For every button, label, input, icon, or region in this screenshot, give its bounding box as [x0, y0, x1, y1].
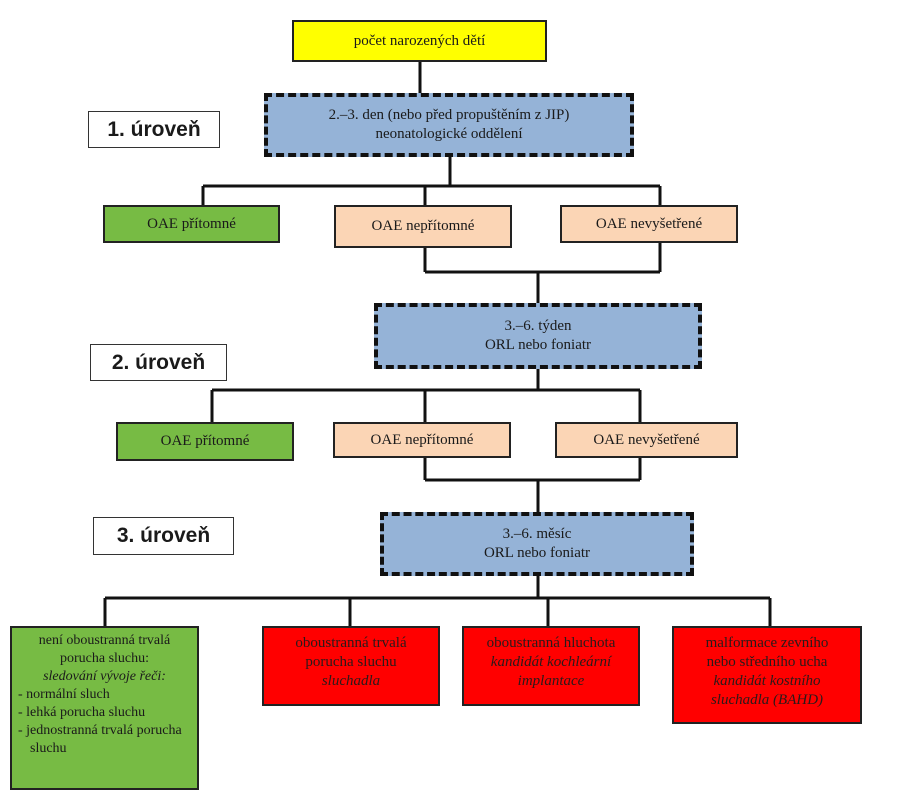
level-2-oae-present: OAE přítomné — [116, 422, 294, 461]
level-3-step-box: 3.–6. měsíc ORL nebo foniatr — [380, 512, 694, 576]
result-hearing-aids-line2: porucha sluchu — [305, 654, 397, 670]
result-monitoring-line2: porucha sluchu: — [59, 651, 150, 666]
result-monitoring-box: není oboustranná trvalá porucha sluchu: … — [10, 626, 199, 790]
level-1-step-place: neonatologické oddělení — [375, 126, 523, 142]
result-bahd-note2: sluchadla (BAHD) — [710, 692, 824, 708]
level-3-step-timing: 3.–6. měsíc — [502, 526, 572, 542]
result-monitoring-line1: není oboustranná trvalá — [38, 633, 171, 648]
list-item: - lehká porucha sluchu — [18, 705, 146, 720]
result-hearing-aids-line1: oboustranná trvalá — [295, 635, 407, 651]
result-hearing-aids-box: oboustranná trvalá porucha sluchu slucha… — [262, 626, 440, 706]
result-cochlear-box: oboustranná hluchota kandidát kochleární… — [462, 626, 640, 706]
list-item: - jednostranná trvalá porucha sluchu — [18, 723, 182, 756]
result-cochlear-note1: kandidát kochleární — [490, 654, 612, 670]
result-cochlear-line1: oboustranná hluchota — [486, 635, 616, 651]
level-2-step-box: 3.–6. týden ORL nebo foniatr — [374, 303, 702, 369]
level-3-step-place: ORL nebo foniatr — [483, 545, 591, 561]
level-2-label: 2. úroveň — [90, 344, 227, 381]
level-3-label: 3. úroveň — [93, 517, 234, 555]
level-1-step-box: 2.–3. den (nebo před propuštěním z JIP) … — [264, 93, 634, 157]
result-cochlear-note2: implantace — [517, 673, 585, 689]
level-2-step-timing: 3.–6. týden — [504, 318, 572, 334]
result-monitoring-list: - normální sluch - lehká porucha sluchu … — [18, 686, 191, 758]
result-bahd-box: malformace zevního nebo středního ucha k… — [672, 626, 862, 724]
level-1-oae-not-examined: OAE nevyšetřené — [560, 205, 738, 243]
level-1-step-timing: 2.–3. den (nebo před propuštěním z JIP) — [328, 107, 570, 123]
result-bahd-line1: malformace zevního — [705, 635, 829, 651]
level-2-step-place: ORL nebo foniatr — [484, 337, 592, 353]
level-2-oae-not-examined: OAE nevyšetřené — [555, 422, 738, 458]
level-1-oae-absent: OAE nepřítomné — [334, 205, 512, 248]
births-box: počet narozených dětí — [292, 20, 547, 62]
births-label: počet narozených dětí — [353, 32, 486, 49]
result-bahd-line2: nebo středního ucha — [706, 654, 828, 670]
result-hearing-aids-note: sluchadla — [321, 673, 381, 689]
level-1-oae-present: OAE přítomné — [103, 205, 280, 243]
level-1-label: 1. úroveň — [88, 111, 220, 148]
level-2-oae-absent: OAE nepřítomné — [333, 422, 511, 458]
result-monitoring-note: sledování vývoje řeči: — [43, 669, 166, 684]
result-bahd-note1: kandidát kostního — [713, 673, 821, 689]
list-item: - normální sluch — [18, 687, 110, 702]
